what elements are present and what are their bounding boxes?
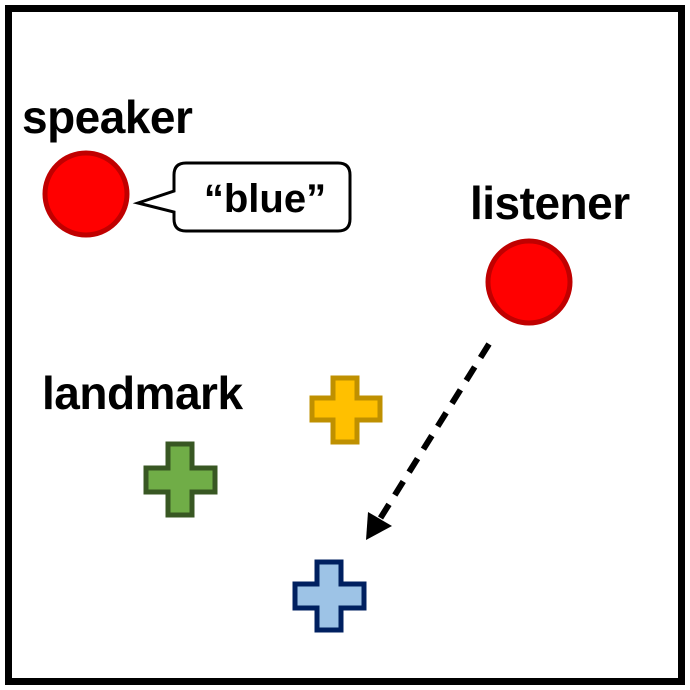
diagram-frame [5,5,685,685]
landmark-green-cross-icon [143,441,218,518]
speaker-label: speaker [22,91,193,143]
speech-bubble-text: “blue” [204,177,326,221]
landmark-label: landmark [42,367,243,419]
speaker-agent-circle [42,150,130,238]
landmark-blue-cross-icon [292,559,367,633]
landmark-yellow-cross-icon [309,375,383,445]
listener-agent-circle [485,238,573,326]
speech-bubble-icon: “blue” [132,161,352,233]
listener-label: listener [470,177,630,229]
movement-arrow-icon [366,342,492,540]
